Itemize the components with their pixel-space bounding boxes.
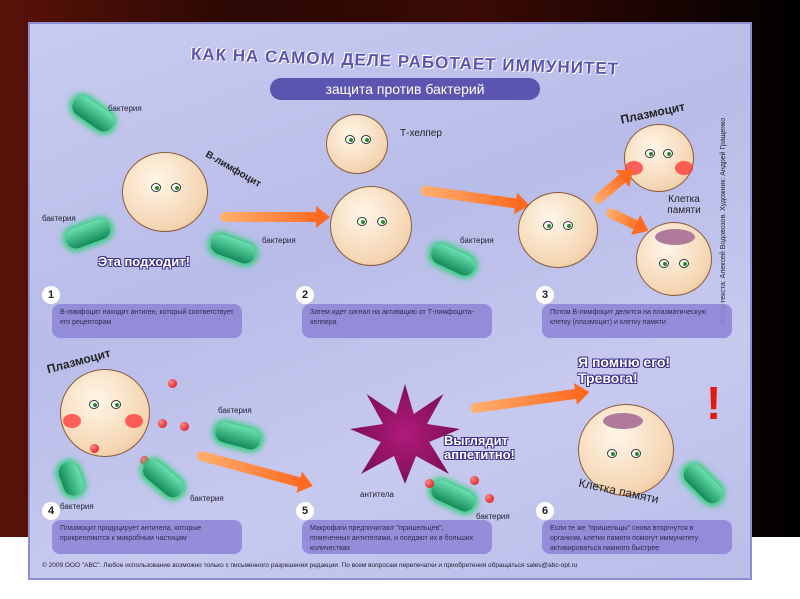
arrow-icon <box>220 206 330 228</box>
poster-subtitle: защита против бактерий <box>270 78 540 100</box>
antibody-icon <box>158 419 167 428</box>
bacteria-label: бактерия <box>262 236 296 245</box>
b-lymphocyte-cell <box>518 192 598 268</box>
step-number: 4 <box>42 502 60 520</box>
arrow-icon <box>195 449 305 489</box>
antibody-icon <box>470 476 479 485</box>
memory-cell <box>636 222 712 296</box>
antibody-icon <box>485 494 494 503</box>
bacteria-label: бактерия <box>190 494 224 503</box>
bacteria-label: бактерия <box>476 512 510 521</box>
t-helper-cell <box>326 114 388 174</box>
step-description: В-лимфоцит находит антиген, который соот… <box>52 304 242 338</box>
bacteria-image <box>68 92 118 136</box>
exclamation-remember: Я помню его! Тревога! <box>578 354 671 386</box>
bacteria-image <box>138 456 188 502</box>
exclamation-mark-icon: ! <box>706 377 722 429</box>
b-lymphocyte-label: В-лимфоцит <box>203 149 263 190</box>
step-number: 6 <box>536 502 554 520</box>
bacteria-image <box>207 231 259 267</box>
b-lymphocyte-cell <box>122 152 208 232</box>
step-number: 1 <box>42 286 60 304</box>
step-number: 3 <box>536 286 554 304</box>
step-description: Макрофаги предпочитают "пришельцев", пом… <box>302 520 492 554</box>
plasmocyte-cell <box>60 369 150 457</box>
bacteria-label: бактерия <box>60 502 94 511</box>
arrow-icon <box>469 388 581 414</box>
antibody-icon <box>425 479 434 488</box>
antibody-icon <box>90 444 99 453</box>
exclamation-fits: Эта подходит! <box>98 254 190 269</box>
exclamation-tasty: Выглядит аппетитно! <box>444 433 515 462</box>
bacteria-label: бактерия <box>218 406 252 415</box>
bacteria-label: бактерия <box>460 236 494 245</box>
bacteria-image <box>679 460 727 508</box>
bacteria-label: бактерия <box>108 104 142 113</box>
t-helper-label: Т-хелпер <box>400 128 442 139</box>
memory-cell <box>578 404 674 496</box>
bacteria-image <box>427 241 479 279</box>
copyright-footer: © 2009 ООО "АВС". Любое использование во… <box>42 562 578 569</box>
step-number: 5 <box>296 502 314 520</box>
step-description: Если те же "пришельцы" снова вторгнутся … <box>542 520 732 554</box>
step-description: Затем идет сигнал на активацию от Т-лимф… <box>302 304 492 338</box>
author-credit: Автор текста: Алексей Водовозов. Художни… <box>720 117 727 324</box>
step-description: Плазмоцит продуцирует антитела, которые … <box>52 520 242 554</box>
arrow-icon <box>591 172 629 206</box>
bacteria-image <box>213 420 263 452</box>
arrow-icon <box>604 206 642 232</box>
arrow-icon <box>419 185 521 209</box>
immunity-poster: КАК НА САМОМ ДЕЛЕ РАБОТАЕТ ИММУНИТЕТ защ… <box>28 22 752 580</box>
bacteria-image <box>55 459 87 499</box>
antibody-icon <box>168 379 177 388</box>
step-number: 2 <box>296 286 314 304</box>
poster-title: КАК НА САМОМ ДЕЛЕ РАБОТАЕТ ИММУНИТЕТ <box>190 44 620 79</box>
memory-cell-label: Клетка памяти <box>667 194 701 216</box>
step-description: Потом В-лимфоцит делится на плазматическ… <box>542 304 732 338</box>
b-lymphocyte-cell <box>330 186 412 266</box>
antibodies-label: антитела <box>360 490 394 499</box>
plasmocyte-label: Плазмоцит <box>619 99 687 127</box>
antibody-icon <box>180 422 189 431</box>
bacteria-label: бактерия <box>42 214 76 223</box>
antibody-icon <box>140 456 149 465</box>
